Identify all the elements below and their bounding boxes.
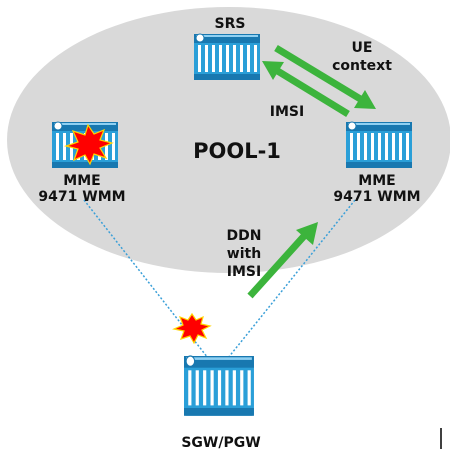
mme-right-label-line1: MME <box>358 173 395 189</box>
ue-context-label-line2: context <box>332 58 392 74</box>
srs-server-icon <box>193 33 261 81</box>
mme-right-label-line2: 9471 WMM <box>333 189 420 205</box>
gateway-label: SGW/PGW <box>181 435 260 451</box>
ue-context-arrow <box>274 45 376 109</box>
ddn-arrow <box>247 222 318 299</box>
link-gateway-mme-right <box>227 199 356 359</box>
ddn-label-line3: IMSI <box>227 264 261 280</box>
ddn-label-line2: with <box>227 246 261 262</box>
ue-context-label-line1: UE <box>352 40 373 56</box>
srs-label: SRS <box>215 16 246 32</box>
mme-left-label-line1: MME <box>63 173 100 189</box>
fault-burst-icon <box>172 312 212 345</box>
fault-burst-icon <box>63 123 114 166</box>
imsi-label: IMSI <box>270 104 304 120</box>
pool-label: POOL-1 <box>193 139 281 163</box>
pool-ellipse <box>7 7 450 273</box>
gateway-server-icon <box>183 355 255 417</box>
mme-left-label-line2: 9471 WMM <box>38 189 125 205</box>
imsi-arrow <box>262 61 350 117</box>
link-gateway-mme-left <box>83 199 209 359</box>
ddn-label-line1: DDN <box>227 228 262 244</box>
mme-right-server-icon <box>345 121 413 169</box>
